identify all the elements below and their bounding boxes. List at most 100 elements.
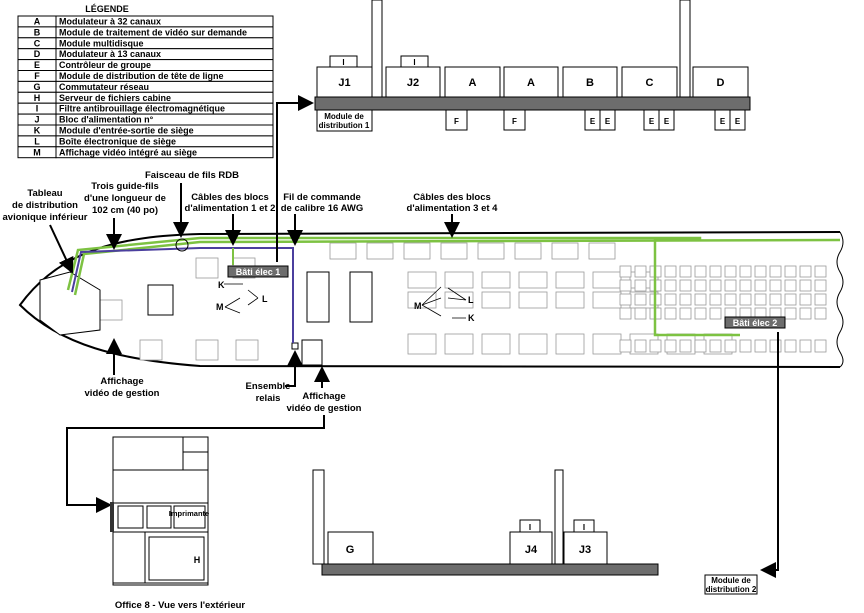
seat <box>592 271 622 289</box>
label-text: J4 <box>525 544 538 556</box>
seat <box>555 291 585 309</box>
seat <box>477 242 505 260</box>
control-wire-purple <box>71 247 294 343</box>
rack-module-label: J1 <box>338 77 350 89</box>
seat <box>555 271 585 289</box>
seat <box>195 339 219 361</box>
seat <box>619 265 632 278</box>
legend-description: Boîte électronique de siège <box>59 136 176 146</box>
e-label: E <box>649 117 655 126</box>
seat <box>195 257 219 279</box>
legend-description: Modulateur à 32 canaux <box>59 17 161 27</box>
galley-unit <box>349 271 373 323</box>
seat <box>235 339 259 361</box>
seat <box>724 279 737 292</box>
diagram-shape <box>327 531 374 565</box>
seat <box>481 271 511 289</box>
e-label: E <box>605 117 611 126</box>
seat <box>481 333 511 355</box>
rack-module <box>562 66 618 98</box>
diagram-shape <box>173 505 206 529</box>
diagram-shape <box>704 574 758 595</box>
seat <box>799 339 812 353</box>
seat <box>514 242 542 260</box>
legend-description: Modulateur à 13 canaux <box>59 49 161 59</box>
seat <box>592 291 622 309</box>
callout-l: L <box>262 294 268 304</box>
rack-module <box>692 66 749 98</box>
diagram-shape <box>321 563 659 576</box>
seat <box>679 265 692 278</box>
emi-filter <box>329 55 358 68</box>
legend-key: K <box>34 126 41 136</box>
seat <box>754 279 767 292</box>
seat <box>694 339 707 353</box>
office-caption: Office 8 - Vue vers l'extérieur <box>115 600 246 611</box>
label-text: Module de <box>711 576 751 585</box>
legend-description: Filtre antibrouillage électromagnétique <box>59 104 225 114</box>
emi-filter-label: I <box>413 58 415 67</box>
seat <box>664 265 677 278</box>
legend-description: Module de distribution de tête de ligne <box>59 71 224 81</box>
seat <box>619 293 632 306</box>
galley-unit <box>306 271 330 323</box>
label-text: J3 <box>579 544 591 556</box>
label-rdb: Faisceau de fils RDB <box>145 170 239 181</box>
office-8-view: Imprimante H Office 8 - Vue vers l'extér… <box>110 436 246 611</box>
aircraft-cabin: Bâti élec 1 Bâti élec 2 K L M M L K <box>18 231 844 368</box>
seat <box>619 307 632 320</box>
legend-key: L <box>34 136 40 146</box>
seat <box>709 307 722 320</box>
diagram-shape <box>146 505 172 529</box>
diagram-shape <box>148 536 205 581</box>
seat <box>481 291 511 309</box>
module-label: Module de <box>324 112 364 121</box>
arrow-to-office <box>66 415 325 513</box>
rack-post <box>679 0 691 98</box>
callout-l: L <box>468 295 474 305</box>
seat <box>799 307 812 320</box>
seat <box>679 279 692 292</box>
rack-module-label: B <box>586 77 594 89</box>
callout-m: M <box>216 302 224 312</box>
rack-module <box>316 66 373 98</box>
diagram-shape <box>117 505 144 529</box>
seat <box>444 271 474 289</box>
seat <box>649 339 662 353</box>
seat <box>799 279 812 292</box>
seat <box>784 339 797 353</box>
diagram-shape <box>554 469 564 565</box>
diagram-shape <box>49 224 74 274</box>
legend-key: M <box>33 147 41 157</box>
seat <box>814 307 827 320</box>
seat <box>664 307 677 320</box>
seat <box>679 293 692 306</box>
seat <box>739 339 752 353</box>
legend-description: Module d'entrée-sortie de siège <box>59 126 194 136</box>
seat <box>407 291 437 309</box>
legend-description: Contrôleur de groupe <box>59 60 151 70</box>
server-h-label: H <box>194 555 201 565</box>
legend-key: G <box>33 82 40 92</box>
seat <box>592 333 622 355</box>
bati-elec-1 <box>227 265 289 278</box>
legend-key: D <box>34 49 41 59</box>
label-text: distribution 2 <box>706 585 757 594</box>
seat <box>366 242 394 260</box>
printer-label: Imprimante <box>169 509 209 518</box>
galley-unit <box>301 339 323 366</box>
e-label: E <box>664 117 670 126</box>
seat <box>709 339 722 353</box>
power-cables-green <box>73 238 841 296</box>
diagram-shape <box>519 519 541 533</box>
f-label: F <box>454 117 459 126</box>
label-text: I <box>583 523 585 532</box>
galley-unit <box>147 284 174 316</box>
seat <box>754 339 767 353</box>
